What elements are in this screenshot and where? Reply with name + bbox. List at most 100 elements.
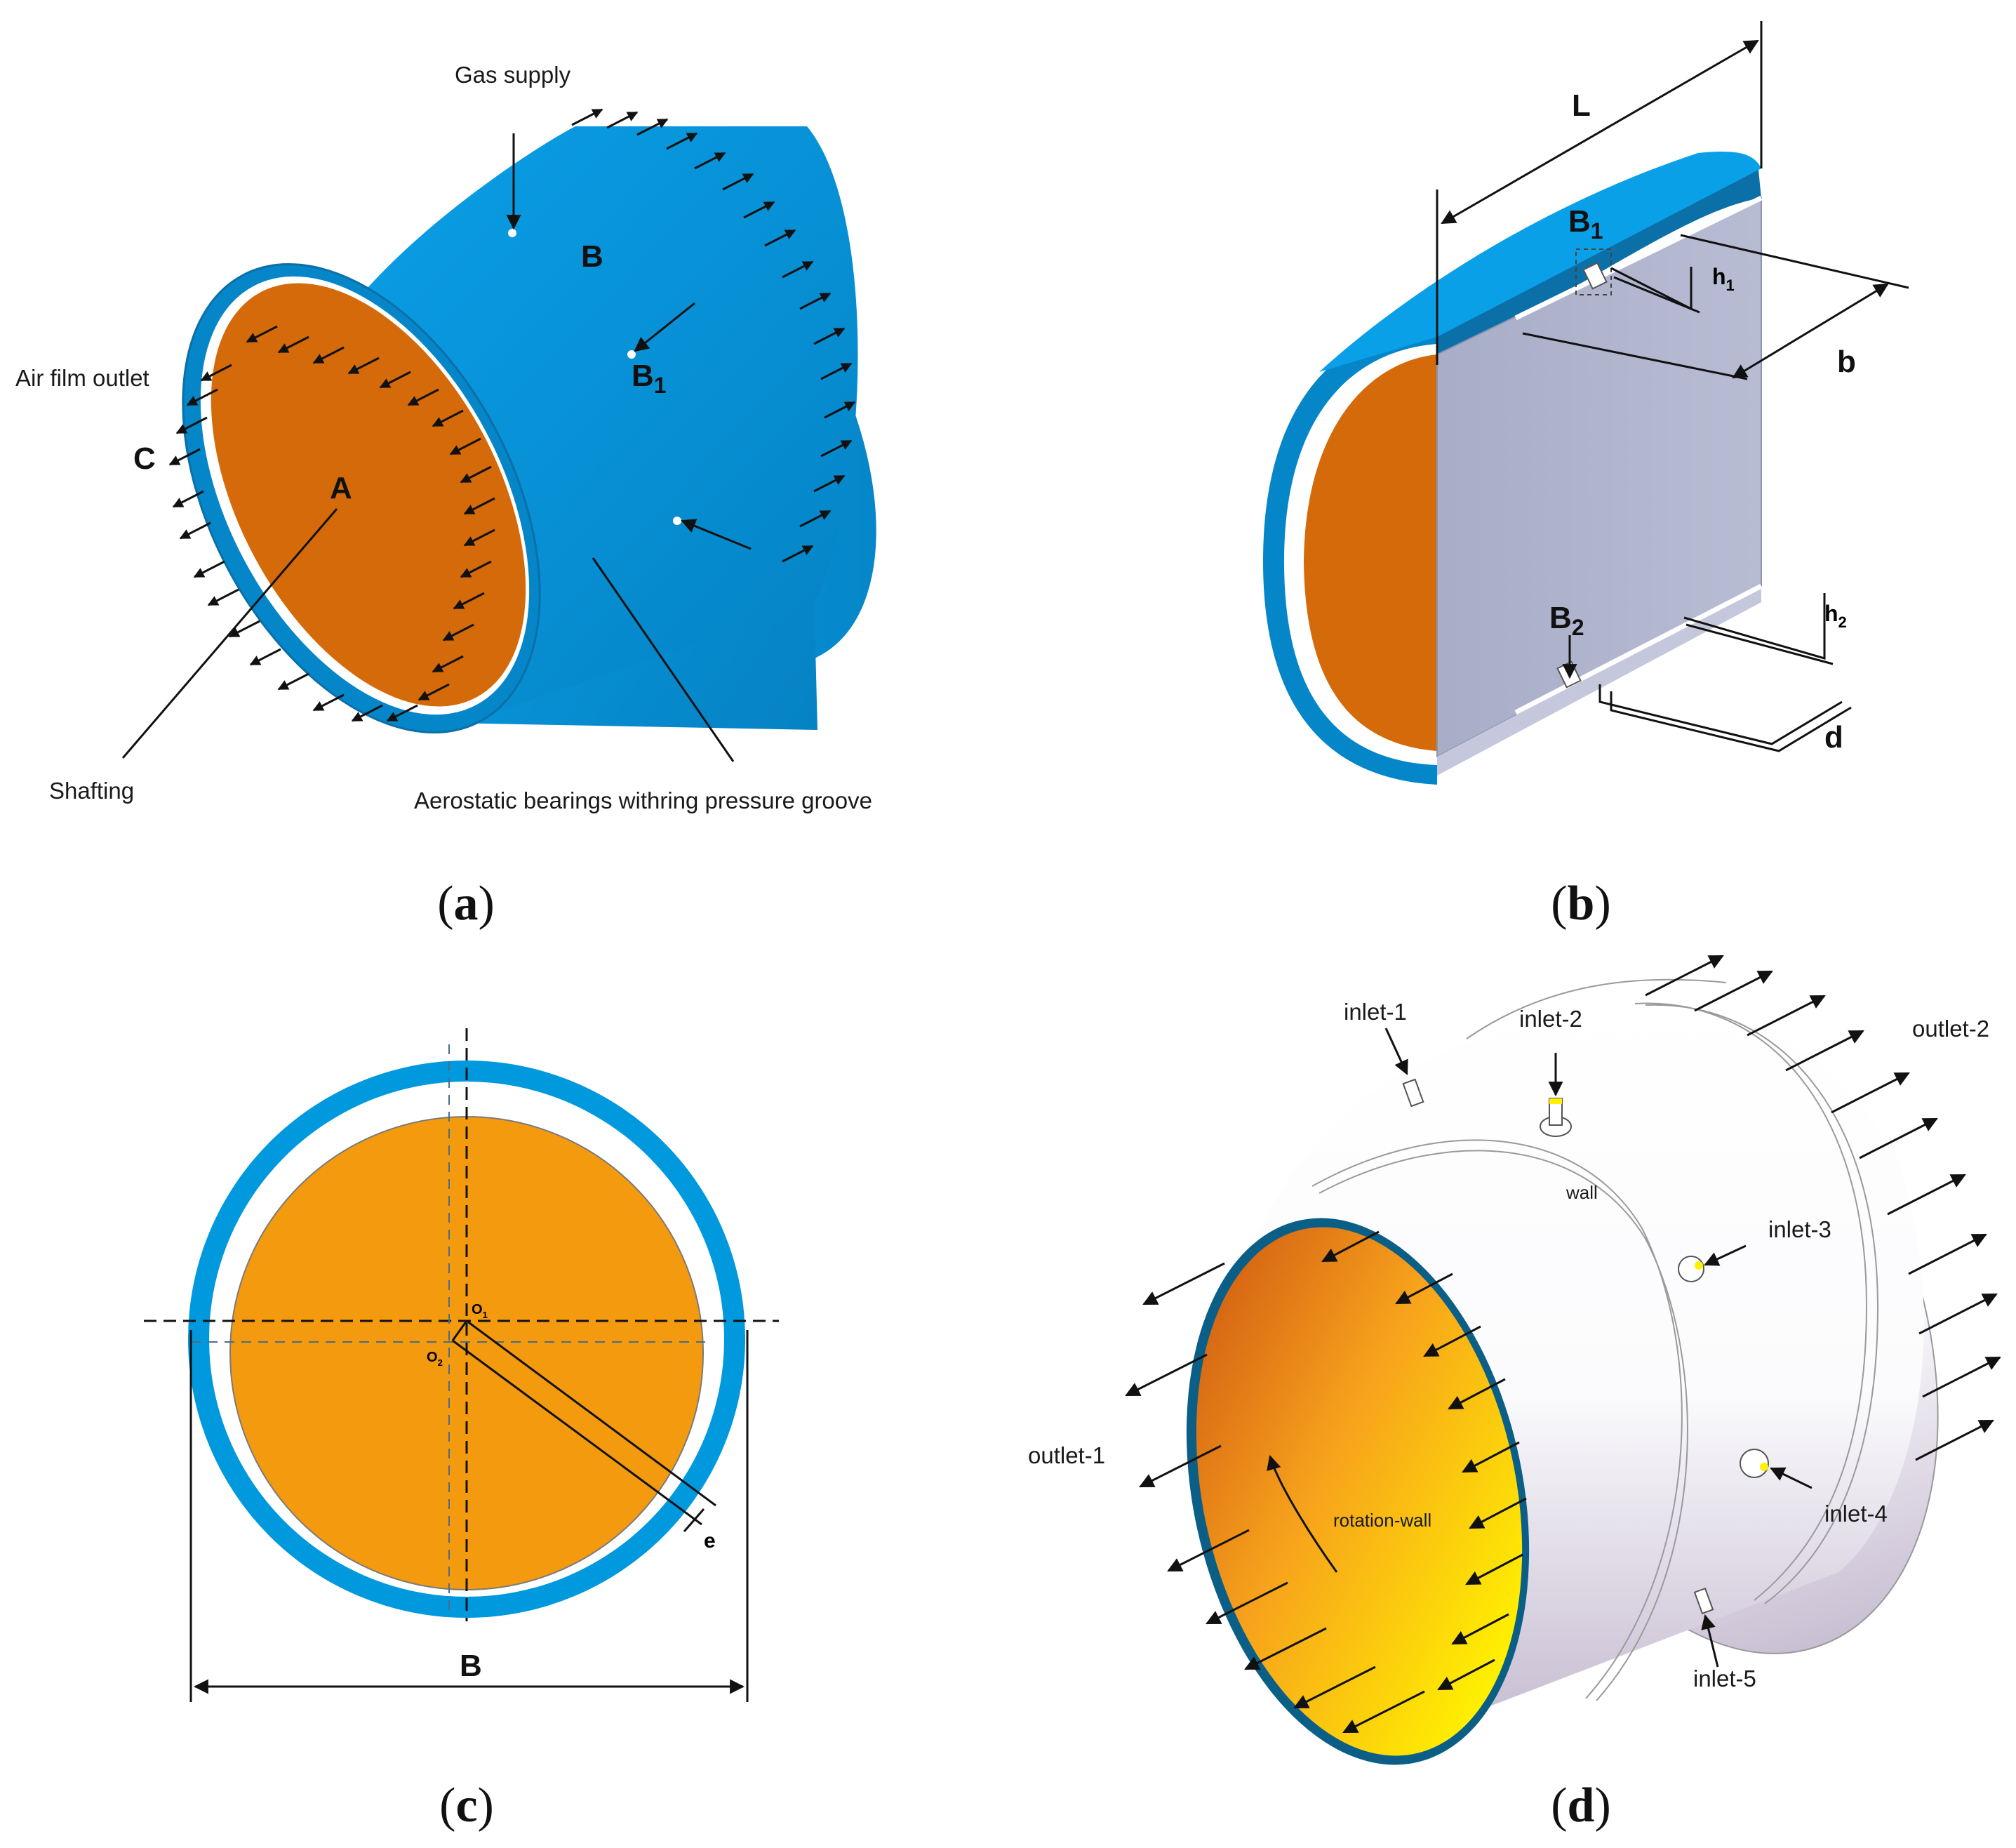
hole-arrow — [681, 519, 752, 550]
shaft-face — [211, 283, 526, 707]
label-b1-sub: 1 — [654, 373, 667, 398]
inlet-4-arrow — [1770, 1467, 1813, 1489]
inlet-2-label: inlet-2 — [1519, 1006, 1582, 1032]
eccentric-line-2 — [452, 1339, 702, 1526]
panel-b: L B1 h1 b B2 h2 d (b) — [1263, 21, 1909, 931]
label-b: B — [581, 239, 603, 274]
inlet-1-label: inlet-1 — [1344, 999, 1407, 1025]
supply-hole — [508, 229, 516, 237]
caption-d: (d) — [1551, 1779, 1611, 1833]
dim-b — [1732, 283, 1889, 379]
label-b2-sub: 2 — [1572, 615, 1584, 640]
label-h2-main: h — [1824, 601, 1838, 626]
caption-d-close: ) — [1594, 1779, 1610, 1833]
label-d: d — [1824, 720, 1843, 755]
inlet-4-hole — [1740, 1449, 1769, 1478]
shafting-leader — [121, 508, 338, 759]
caption-c-letter: c — [455, 1779, 477, 1833]
groove-ring-1 — [1311, 1139, 1683, 1699]
inlet-3-face — [1695, 1261, 1703, 1270]
label-h1-main: h — [1712, 264, 1726, 289]
label-b2-main: B — [1549, 601, 1572, 635]
dim-h1-b — [1613, 276, 1700, 314]
bearing-description: Aerostatic bearings withring pressure gr… — [414, 787, 872, 813]
label-b1: B1 — [632, 359, 667, 398]
eccentric-line-1 — [466, 1319, 716, 1507]
label-b1-main: B — [632, 359, 654, 393]
caption-a-open: ( — [437, 877, 453, 931]
dim-b-top-ext — [1680, 234, 1909, 289]
inlet-4-face — [1760, 1463, 1768, 1471]
shell-top-edge — [1466, 978, 1727, 1039]
panel-a: Gas supply B B1 Air film outlet C A Shaf… — [15, 62, 876, 931]
bearing-body — [182, 126, 876, 734]
outlet-arrows-back — [571, 108, 856, 563]
caption-c-close: ) — [478, 1779, 494, 1833]
inlet-5-stub — [1693, 1587, 1714, 1615]
caption-b: (b) — [1551, 877, 1611, 931]
dim-h2 — [1683, 593, 1826, 660]
label-o2: O2 — [427, 1350, 443, 1368]
label-b-dim: b — [1837, 345, 1856, 379]
label-h1-sub: 1 — [1726, 277, 1735, 294]
groove-ring-4 — [1645, 1004, 1879, 1604]
label-o1-main: O — [472, 1302, 483, 1317]
supply-hole — [627, 350, 636, 359]
label-o2-sub: 2 — [438, 1357, 443, 1368]
caption-b-close: ) — [1594, 877, 1610, 931]
label-l: L — [1572, 88, 1591, 123]
inlet-4-label: inlet-4 — [1824, 1501, 1888, 1527]
section-bottom-edge — [1437, 586, 1761, 776]
rotation-direction-arrow — [1267, 1454, 1338, 1573]
inlet-1-arrow — [1384, 1028, 1408, 1075]
label-b1-main: B — [1568, 204, 1591, 239]
rotation-wall-arrows — [1321, 1230, 1527, 1691]
panel-c: O1 O2 e B (c) — [144, 1028, 779, 1833]
inlet-5-label: inlet-5 — [1693, 1666, 1756, 1691]
air-film-outlet-label: Air film outlet — [15, 365, 149, 391]
label-b2: B2 — [1549, 601, 1584, 640]
inlet-1-stub — [1402, 1078, 1424, 1108]
outlet-1-arrows — [1125, 1262, 1425, 1734]
label-h2-sub: 2 — [1838, 613, 1847, 631]
gas-supply-label: Gas supply — [455, 62, 571, 88]
outlet-2-arrows — [1645, 955, 2001, 1461]
dim-l — [1441, 39, 1759, 225]
caption-b-open: ( — [1551, 877, 1567, 931]
caption-a: (a) — [437, 877, 495, 931]
inlet-2-face — [1549, 1098, 1562, 1104]
caption-c: (c) — [439, 1779, 494, 1833]
dim-d-b — [1610, 691, 1852, 752]
wall-label: wall — [1566, 1182, 1598, 1203]
eccentric-link — [451, 1320, 468, 1341]
b1-arrow — [634, 302, 695, 352]
groove-bottom — [1514, 583, 1763, 715]
caption-a-close: ) — [479, 877, 495, 931]
orifice-b1 — [1582, 262, 1608, 290]
outlet-2-label: outlet-2 — [1912, 1016, 1989, 1042]
dim-b-bottom-ext — [1522, 332, 1748, 380]
groove-ring-3 — [1634, 1002, 1868, 1601]
outlet-arrows-front — [168, 325, 495, 722]
label-o1-sub: 1 — [483, 1310, 488, 1320]
panel-d: inlet-1 inlet-2 outlet-2 wall inlet-3 ou… — [1028, 955, 2001, 1833]
caption-c-open: ( — [439, 1779, 455, 1833]
rotation-wall-label: rotation-wall — [1333, 1510, 1431, 1531]
label-b1-sub: 1 — [1591, 218, 1603, 244]
inlet-3-label: inlet-3 — [1768, 1216, 1831, 1242]
caption-b-letter: b — [1568, 877, 1595, 931]
label-b: B — [460, 1649, 482, 1683]
supply-hole — [673, 517, 681, 525]
detail-box — [1575, 248, 1612, 295]
dim-h2-b — [1685, 623, 1834, 665]
inlet-3-arrow — [1704, 1244, 1747, 1266]
bearing-leader — [592, 557, 735, 762]
shaft-half — [1304, 354, 1437, 751]
label-o2-main: O — [427, 1350, 438, 1365]
caption-d-letter: d — [1568, 1779, 1595, 1833]
label-a: A — [330, 471, 352, 505]
inlet-5-arrow — [1701, 1614, 1719, 1668]
label-e: e — [704, 1529, 716, 1553]
caption-d-open: ( — [1551, 1779, 1567, 1833]
